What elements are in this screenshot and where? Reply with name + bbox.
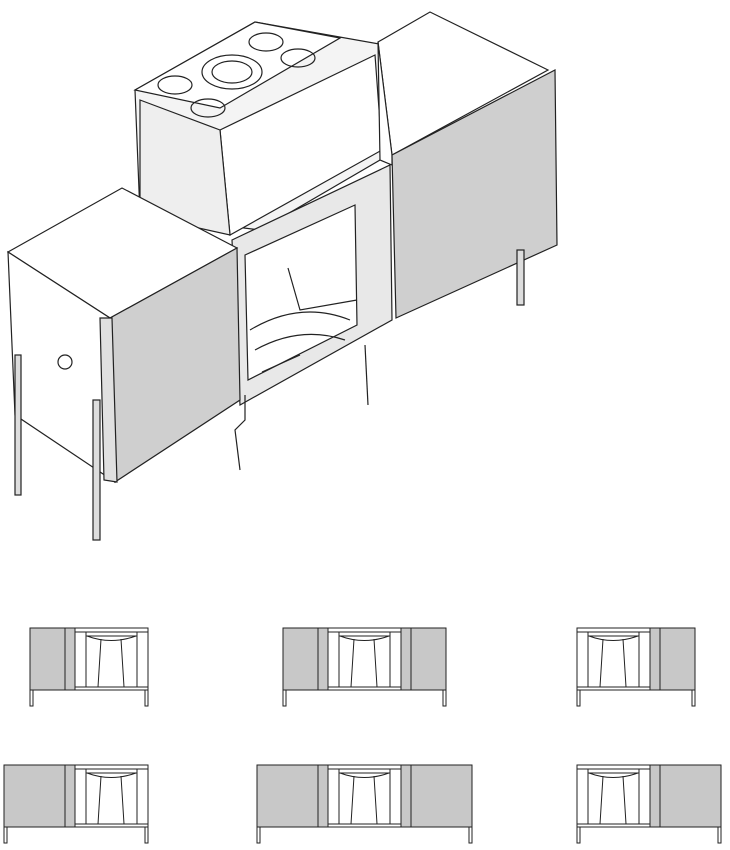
side-strip	[649, 627, 661, 691]
leg	[29, 689, 34, 707]
configuration-6	[576, 764, 722, 844]
firebox-edge	[120, 775, 125, 825]
opening-arch	[86, 635, 137, 641]
configuration-3	[576, 627, 696, 707]
leg	[282, 689, 287, 707]
side-strip	[64, 764, 76, 828]
left-side-panel	[282, 627, 319, 691]
leg	[144, 689, 149, 707]
leg	[516, 249, 525, 306]
configuration-views	[3, 627, 722, 844]
fireplace-opening	[338, 631, 391, 688]
firebox-edge	[373, 775, 378, 825]
leg	[717, 826, 722, 844]
leg	[256, 826, 261, 844]
side-strip	[64, 627, 76, 691]
firebox-edge	[599, 775, 604, 825]
firebox-edge	[622, 638, 627, 688]
leg	[92, 399, 101, 541]
firebox-edge	[350, 638, 355, 688]
left-side-module	[6, 187, 241, 541]
firebox-edge	[622, 775, 627, 825]
leg	[468, 826, 473, 844]
configuration-5	[256, 764, 473, 844]
configuration-1	[29, 627, 149, 707]
right-side-panel	[410, 764, 473, 828]
fireplace-front	[576, 764, 651, 828]
side-strip	[317, 764, 329, 828]
fireplace-opening	[338, 768, 391, 825]
side-strip	[400, 764, 412, 828]
firebox-edge	[120, 638, 125, 688]
opening-arch	[588, 635, 639, 641]
side-strip	[400, 627, 412, 691]
side-strip	[317, 627, 329, 691]
configuration-4	[3, 764, 149, 844]
leg	[442, 689, 447, 707]
fireplace-front	[74, 627, 149, 691]
fireplace-opening	[85, 631, 138, 688]
firebox-edge	[373, 638, 378, 688]
opening-arch	[86, 772, 137, 778]
leg	[14, 354, 22, 496]
right-side-module	[377, 11, 558, 319]
fireplace-opening	[85, 768, 138, 825]
leg	[691, 689, 696, 707]
left-side-panel	[3, 764, 66, 828]
right-side-panel	[659, 627, 696, 691]
leg	[144, 826, 149, 844]
inlet-hole-icon	[57, 354, 73, 370]
left-side-panel	[256, 764, 319, 828]
opening-arch	[339, 772, 390, 778]
fireplace-front	[576, 627, 651, 691]
right-side-panel	[659, 764, 722, 828]
fireplace-front	[327, 627, 402, 691]
configuration-2	[282, 627, 447, 707]
fireplace-opening	[587, 631, 640, 688]
firebox-edge	[599, 638, 604, 688]
fireplace-firebox	[231, 164, 393, 471]
isometric-assembly	[6, 11, 558, 541]
opening-arch	[339, 635, 390, 641]
firebox-edge	[97, 638, 102, 688]
firebox-edge	[97, 775, 102, 825]
fireplace-front	[327, 764, 402, 828]
top-hood-box	[133, 21, 386, 236]
right-side-panel	[410, 627, 447, 691]
opening-arch	[588, 772, 639, 778]
fireplace-front	[74, 764, 149, 828]
leg	[576, 826, 581, 844]
fireplace-opening	[587, 768, 640, 825]
leg	[3, 826, 8, 844]
leg	[576, 689, 581, 707]
left-side-panel	[29, 627, 66, 691]
side-strip	[649, 764, 661, 828]
firebox-edge	[350, 775, 355, 825]
flue-outlet-icon	[201, 54, 263, 90]
